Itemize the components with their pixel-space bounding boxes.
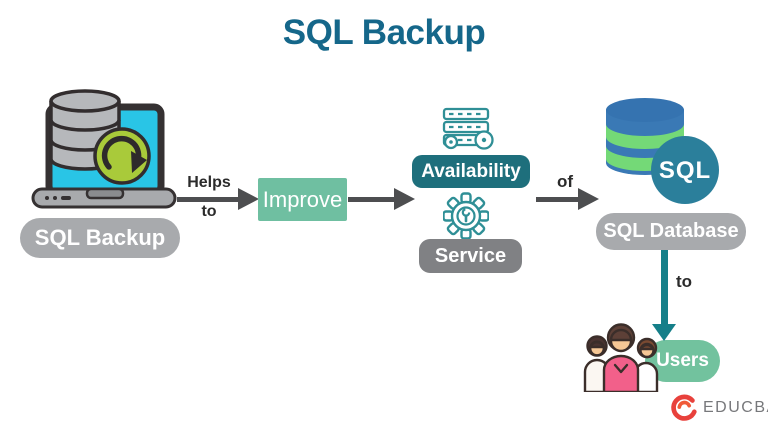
- arrow-head-icon: [394, 188, 415, 210]
- arrow-head-icon: [578, 188, 599, 210]
- arrow-head-icon: [238, 188, 259, 210]
- sql-badge: SQL: [651, 136, 719, 204]
- helps-label: Helps: [187, 174, 231, 191]
- availability-pill: Availability: [412, 155, 530, 188]
- wrench-icon: [461, 208, 471, 223]
- of-label: of: [556, 172, 574, 191]
- down-arrow-head-icon: [652, 324, 676, 341]
- to-label-2: to: [676, 272, 693, 291]
- arrow-icon: [536, 197, 580, 202]
- gear-service-icon: [443, 192, 489, 239]
- educba-logo-text: EDUCBA: [703, 399, 768, 416]
- sql-badge-label: SQL: [659, 157, 711, 184]
- sql-backup-label: SQL Backup: [34, 225, 166, 250]
- to-label: to: [201, 203, 217, 220]
- service-pill: Service: [419, 239, 522, 273]
- server-rack-icon: [442, 107, 494, 150]
- users-label: Users: [656, 350, 709, 371]
- down-arrow-icon: [661, 250, 668, 325]
- sql-database-label: SQL Database: [603, 220, 739, 242]
- users-group-icon: [583, 323, 659, 392]
- sql-database-pill: SQL Database: [596, 213, 746, 250]
- service-label: Service: [434, 244, 507, 267]
- users-pill: Users: [645, 340, 720, 382]
- sql-database-icon: SQL: [606, 98, 719, 204]
- availability-label: Availability: [421, 160, 521, 182]
- educba-logo-icon: [671, 394, 697, 421]
- refresh-icon: [93, 127, 151, 185]
- improve-label: Improve: [262, 186, 343, 212]
- arrow-icon: [348, 197, 396, 202]
- improve-box: Improve: [258, 178, 347, 221]
- laptop-backup-icon: [31, 89, 177, 209]
- page-title: SQL Backup: [282, 13, 486, 52]
- arrow-icon: [177, 197, 240, 202]
- sql-backup-pill: SQL Backup: [20, 218, 180, 258]
